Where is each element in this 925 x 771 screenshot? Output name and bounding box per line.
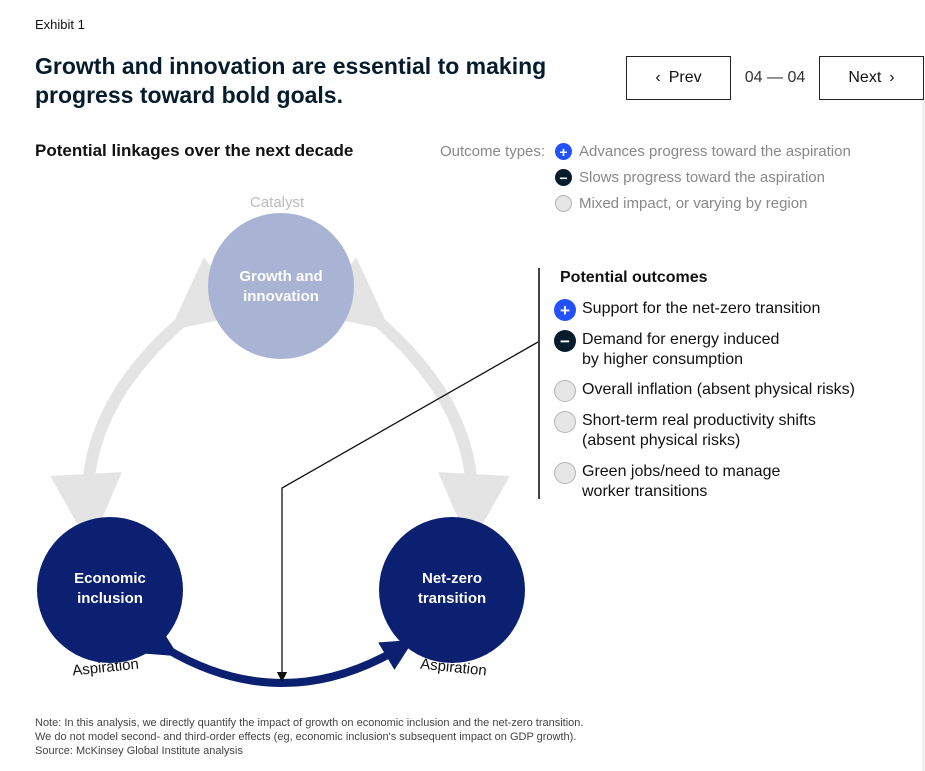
arrow-growth-netzero bbox=[311, 257, 510, 546]
legend-text: Advances progress toward the aspiration bbox=[579, 143, 851, 160]
plus-icon: + bbox=[555, 143, 572, 160]
footnote: Note: In this analysis, we directly quan… bbox=[35, 716, 583, 758]
arrow-growth-economic bbox=[50, 257, 249, 546]
page-title: Growth and innovation are essential to m… bbox=[35, 53, 547, 108]
legend-text: Mixed impact, or varying by region bbox=[579, 195, 808, 212]
potential-outcomes-panel: Potential outcomes + Support for the net… bbox=[538, 268, 878, 502]
catalyst-label: Catalyst bbox=[250, 194, 305, 211]
aspiration-label-left: Aspiration bbox=[71, 656, 139, 680]
outcome-item: Overall inflation (absent physical risks… bbox=[554, 380, 882, 402]
legend-text: Slows progress toward the aspiration bbox=[579, 169, 825, 186]
section-subtitle: Potential linkages over the next decade bbox=[35, 141, 354, 160]
netzero-label-line2: transition bbox=[417, 590, 487, 607]
outcome-item: − Demand for energy induced by higher co… bbox=[554, 330, 787, 370]
mixed-circle-icon bbox=[555, 195, 572, 212]
chevron-left-icon: ‹ bbox=[655, 69, 661, 86]
growth-label-line1: Growth and bbox=[239, 268, 323, 285]
legend-item-mixed: Mixed impact, or varying by region bbox=[555, 195, 807, 212]
economic-label-line1: Economic bbox=[74, 570, 146, 587]
outcome-text: Green jobs/need to manage worker transit… bbox=[582, 463, 781, 500]
growth-innovation-label: Growth and innovation bbox=[208, 267, 354, 307]
footnote-line: Note: In this analysis, we directly quan… bbox=[35, 717, 584, 729]
chevron-right-icon: › bbox=[889, 69, 895, 86]
outcome-item: Short-term real productivity shifts (abs… bbox=[554, 411, 842, 451]
growth-label-line2: innovation bbox=[243, 288, 319, 305]
net-zero-node bbox=[379, 517, 525, 663]
economic-inclusion-label: Economic inclusion bbox=[37, 569, 183, 609]
arrow-economic-netzero bbox=[143, 626, 414, 687]
net-zero-label: Net-zero transition bbox=[379, 569, 525, 609]
outcome-connector-line bbox=[276, 341, 539, 683]
next-label: Next bbox=[848, 69, 882, 86]
mixed-circle-icon bbox=[554, 380, 576, 402]
plus-icon: + bbox=[554, 299, 576, 321]
page-indicator: 04 — 04 bbox=[744, 69, 806, 86]
prev-label: Prev bbox=[668, 69, 702, 86]
legend-item-negative: − Slows progress toward the aspiration bbox=[555, 169, 825, 186]
outcome-item: + Support for the net-zero transition bbox=[554, 299, 882, 321]
scroll-edge bbox=[922, 100, 925, 771]
footnote-line: We do not model second- and third-order … bbox=[35, 731, 577, 743]
economic-label-line2: inclusion bbox=[77, 590, 143, 607]
source-line: Source: McKinsey Global Institute analys… bbox=[35, 745, 243, 757]
legend-label: Outcome types: bbox=[440, 143, 546, 160]
legend-item-positive: + Advances progress toward the aspiratio… bbox=[555, 143, 851, 160]
outcome-text: Support for the net-zero transition bbox=[582, 300, 821, 317]
outcome-item: Green jobs/need to manage worker transit… bbox=[554, 462, 802, 502]
mixed-circle-icon bbox=[554, 462, 576, 484]
economic-inclusion-node bbox=[37, 517, 183, 663]
outcomes-title: Potential outcomes bbox=[560, 269, 708, 286]
minus-icon: − bbox=[555, 169, 572, 186]
aspiration-label-right: Aspiration bbox=[419, 656, 487, 680]
growth-innovation-node bbox=[208, 213, 354, 359]
mixed-circle-icon bbox=[554, 411, 576, 433]
outcome-text: Overall inflation (absent physical risks… bbox=[582, 381, 855, 398]
minus-icon: − bbox=[554, 330, 576, 352]
outcome-text: Short-term real productivity shifts (abs… bbox=[582, 412, 816, 449]
next-button[interactable]: Next › bbox=[819, 56, 924, 100]
exhibit-label: Exhibit 1 bbox=[35, 17, 85, 32]
netzero-label-line1: Net-zero bbox=[421, 570, 482, 587]
prev-button[interactable]: ‹ Prev bbox=[626, 56, 731, 100]
outcome-text: Demand for energy induced by higher cons… bbox=[582, 331, 780, 368]
